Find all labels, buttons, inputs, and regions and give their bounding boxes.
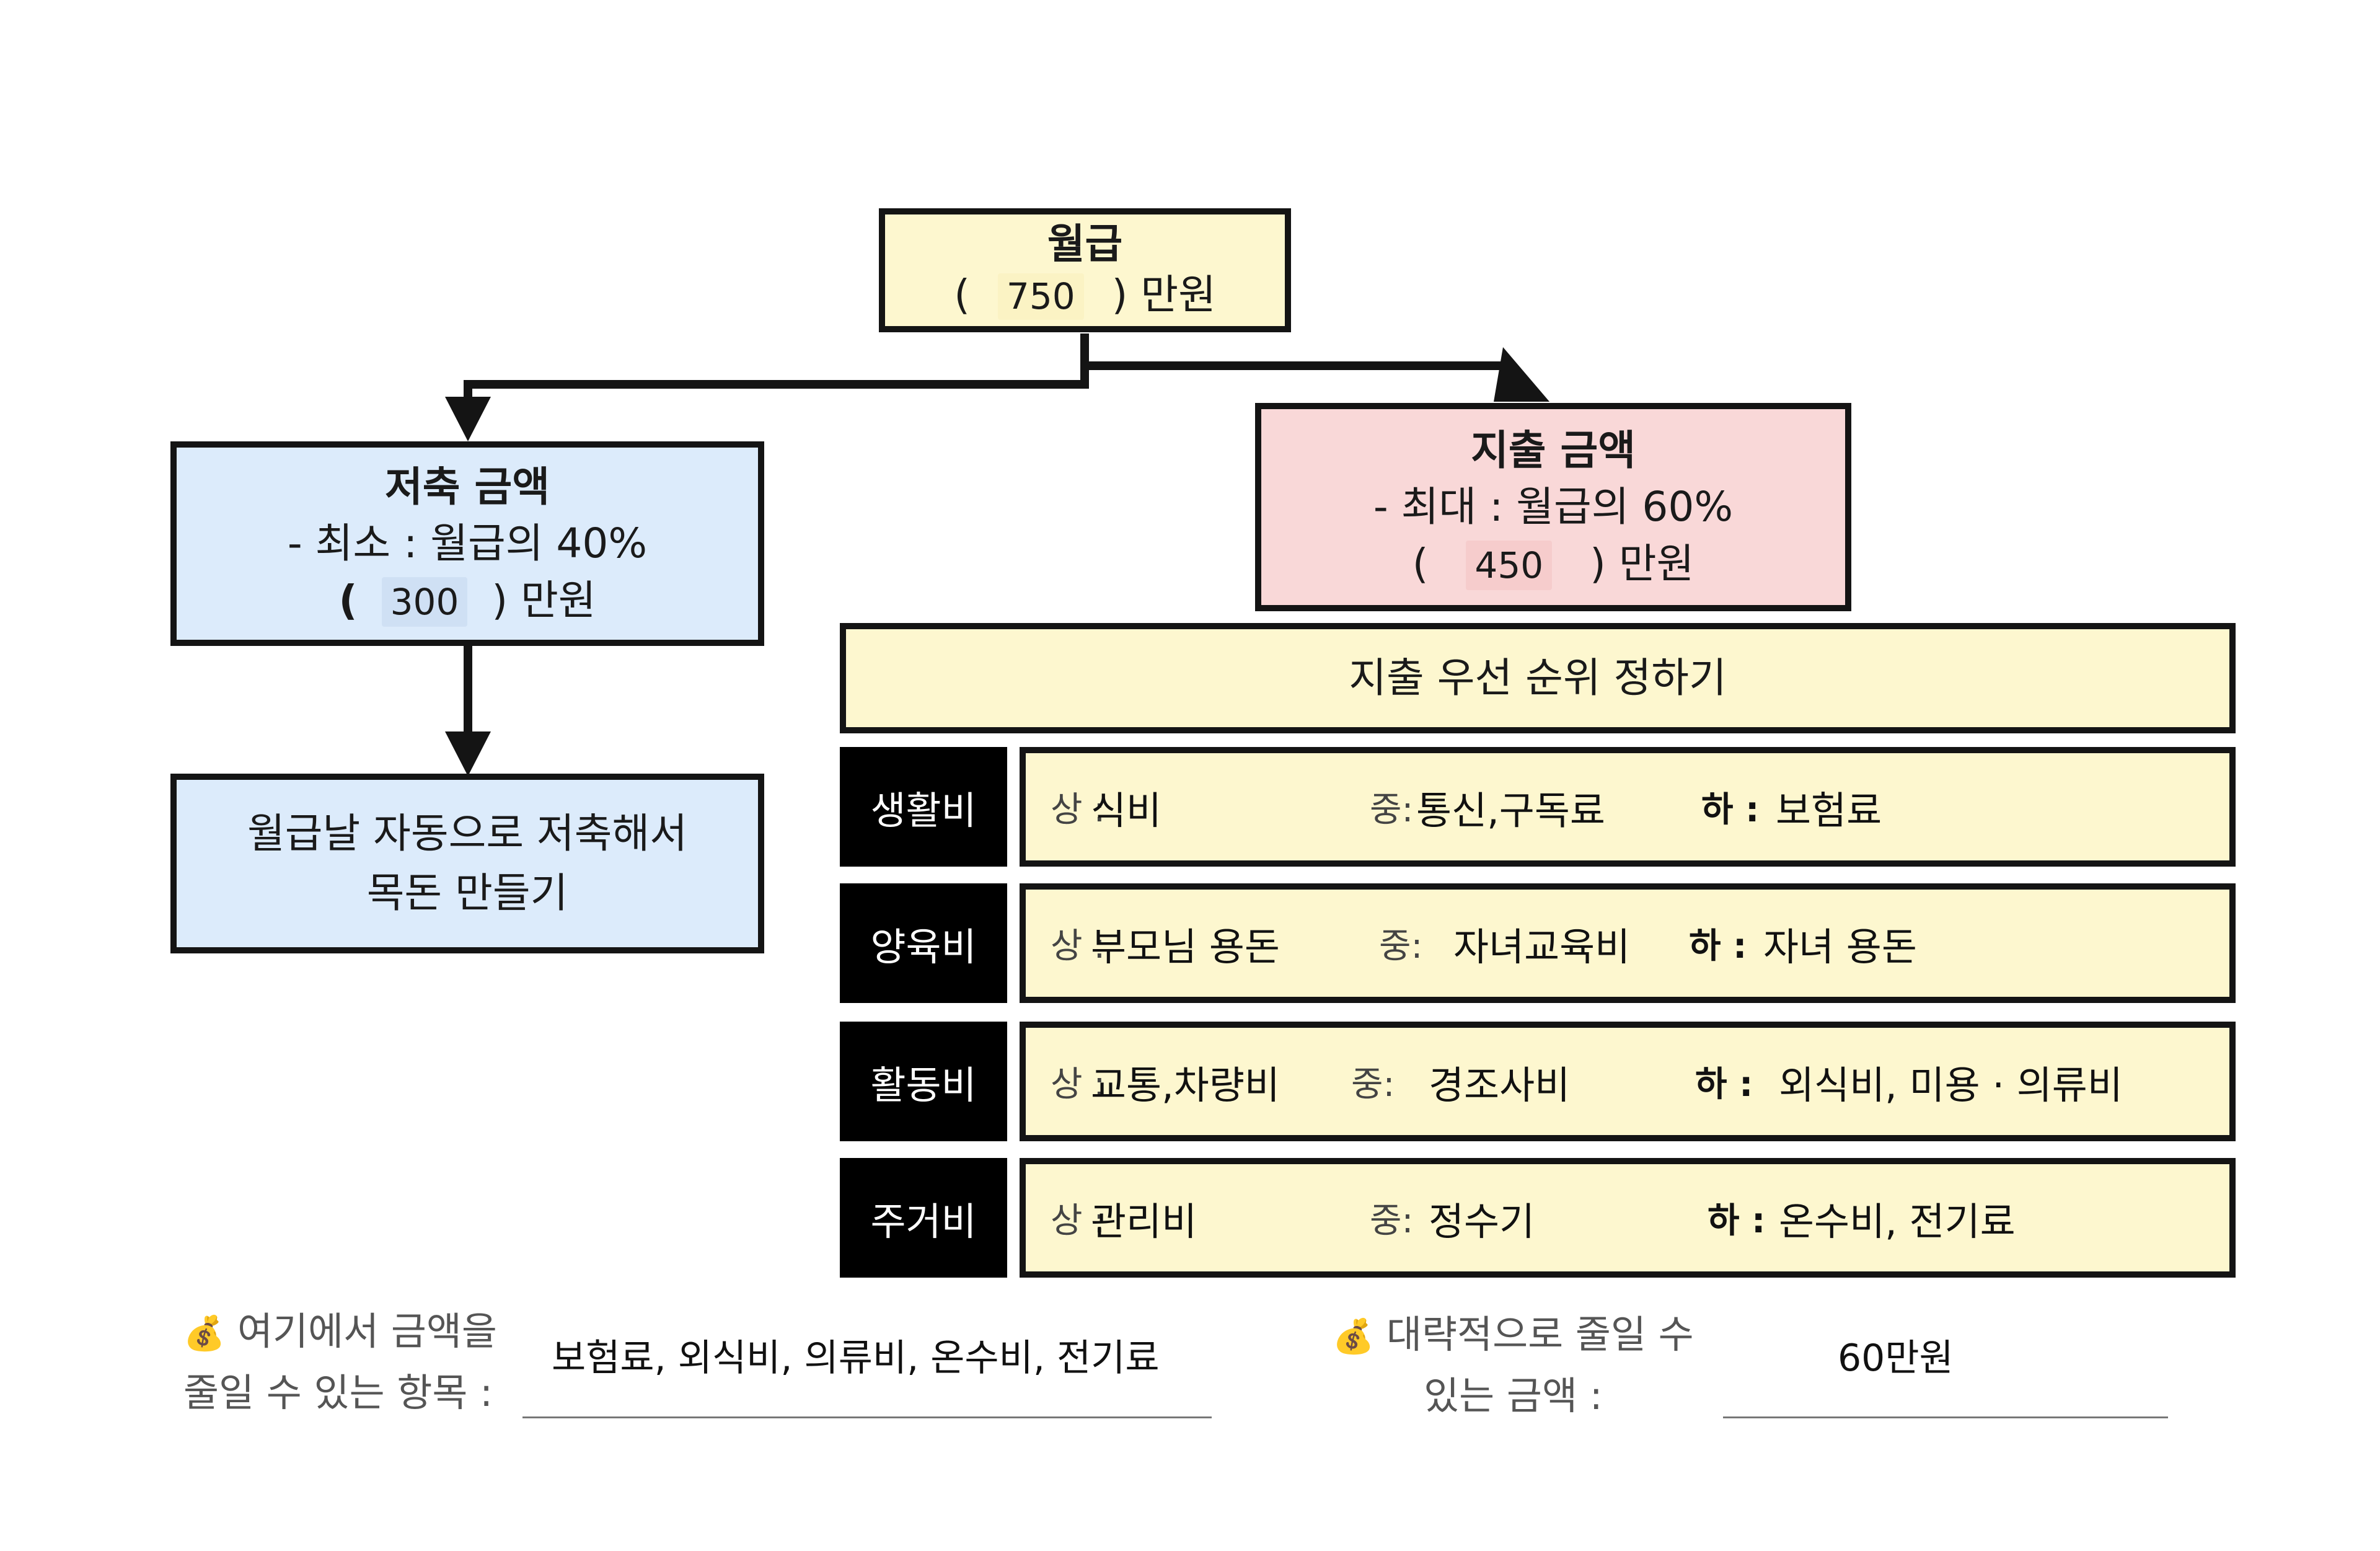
- priority-category: 생활비: [840, 747, 1007, 867]
- savings-unit: ) 만원: [491, 576, 596, 624]
- arrow-to-savings: [445, 397, 491, 441]
- reducible-items-answer[interactable]: 보험료, 외식비, 의류비, 온수비, 전기료: [552, 1337, 1160, 1380]
- priority-high-label: 상 :: [1051, 1201, 1106, 1241]
- priority-category: 양육비: [840, 883, 1007, 1003]
- savings-rule: - 최소 : 월급의 40%: [287, 519, 648, 568]
- priority-high-label: 상 :: [1051, 926, 1106, 966]
- reduce-amount-answer[interactable]: 60만원: [1838, 1337, 1954, 1380]
- salary-amount: 750: [997, 273, 1084, 320]
- priority-header-box: 지출 우선 순위 정하기: [840, 623, 2236, 733]
- spending-amount-line: ( 450 ) 만원: [1412, 536, 1695, 592]
- priority-low-value[interactable]: 자녀 용돈: [1763, 924, 1917, 970]
- salary-amount-line: ( 750 ) 만원: [954, 268, 1216, 322]
- priority-low-label: 하 :: [1708, 1201, 1766, 1241]
- arrow-to-action: [445, 731, 491, 776]
- reducible-label-line2: 줄일 수 있는 항목 :: [183, 1370, 493, 1416]
- priority-mid-value[interactable]: 경조사비: [1429, 1062, 1571, 1108]
- priority-mid-value[interactable]: 자녀교육비: [1453, 924, 1631, 970]
- savings-title: 저축 금액: [385, 463, 550, 511]
- priority-low-value[interactable]: 온수비, 전기료: [1779, 1198, 2016, 1244]
- priority-low-value[interactable]: 보험료: [1776, 787, 1882, 833]
- priority-row: 상 :교통,차량비 중: 경조사비 하 : 외식비, 미용 · 의류비: [1020, 1022, 2236, 1141]
- priority-low-label: 하 :: [1689, 926, 1747, 966]
- spending-title: 지출 금액: [1471, 426, 1636, 475]
- salary-unit: ) 만원: [1111, 270, 1216, 319]
- savings-open-paren: (: [338, 576, 358, 624]
- priority-high-value[interactable]: 관리비: [1091, 1198, 1197, 1244]
- priority-mid-label: 중:: [1351, 1064, 1395, 1105]
- reducible-label-line1: 💰 여기에서 금액을: [183, 1309, 497, 1354]
- savings-action-box: 월급날 자동으로 저축해서 목돈 만들기: [170, 774, 764, 953]
- priority-low-value[interactable]: 외식비, 미용 · 의류비: [1779, 1062, 2123, 1108]
- savings-amount: 300: [381, 577, 468, 627]
- priority-high-value[interactable]: 식비: [1091, 787, 1162, 833]
- priority-header: 지출 우선 순위 정하기: [1349, 654, 1727, 702]
- salary-title: 월급: [1047, 219, 1123, 268]
- priority-low-label: 하 :: [1701, 790, 1760, 830]
- spending-open-paren: (: [1412, 539, 1429, 588]
- spending-box: 지출 금액 - 최대 : 월급의 60% ( 450 ) 만원: [1255, 403, 1851, 611]
- salary-box: 월급 ( 750 ) 만원: [879, 208, 1291, 332]
- reduce-amount-label-line2: 있는 금액 :: [1424, 1373, 1603, 1419]
- priority-high-label: 상 :: [1051, 1064, 1106, 1105]
- savings-amount-line: ( 300 ) 만원: [338, 572, 596, 629]
- money-bag-icon: 💰: [1333, 1317, 1375, 1356]
- priority-category: 주거비: [840, 1158, 1007, 1278]
- reduce-amount-label-line1: 💰 대략적으로 줄일 수: [1333, 1312, 1694, 1357]
- priority-high-value[interactable]: 교통,차량비: [1091, 1062, 1280, 1108]
- priority-mid-label: 중:: [1370, 790, 1414, 830]
- priority-mid-label: 중:: [1370, 1201, 1414, 1241]
- priority-row: 상 :식비 중:통신,구독료 하 : 보험료: [1020, 747, 2236, 867]
- reducible-answer-underline: [522, 1416, 1212, 1418]
- priority-low-label: 하 :: [1695, 1064, 1753, 1105]
- priority-mid-label: 중:: [1379, 926, 1423, 966]
- savings-box: 저축 금액 - 최소 : 월급의 40% ( 300 ) 만원: [170, 441, 764, 646]
- spending-unit: ) 만원: [1590, 539, 1695, 588]
- arrow-to-spending: [1494, 347, 1549, 402]
- priority-high-label: 상 :: [1051, 790, 1106, 830]
- priority-high-value[interactable]: 부모님 용돈: [1091, 924, 1280, 970]
- priority-category: 활동비: [840, 1022, 1007, 1141]
- reduce-amount-label: 💰 대략적으로 줄일 수 있는 금액 :: [1333, 1304, 1694, 1426]
- spending-rule: - 최대 : 월급의 60%: [1373, 483, 1734, 531]
- reducible-items-label: 💰 여기에서 금액을 줄일 수 있는 항목 :: [183, 1301, 497, 1423]
- priority-mid-value[interactable]: 정수기: [1429, 1198, 1535, 1244]
- spending-amount: 450: [1466, 540, 1553, 590]
- reduce-amount-underline: [1723, 1416, 2168, 1418]
- salary-open-paren: (: [954, 270, 970, 319]
- priority-row: 상 :부모님 용돈 중: 자녀교육비 하 : 자녀 용돈: [1020, 883, 2236, 1003]
- priority-mid-value[interactable]: 통신,구독료: [1416, 787, 1605, 833]
- savings-action-line1: 월급날 자동으로 저축해서: [247, 810, 687, 858]
- priority-row: 상 :관리비 중: 정수기 하 : 온수비, 전기료: [1020, 1158, 2236, 1278]
- money-bag-icon: 💰: [183, 1314, 226, 1353]
- savings-action-line2: 목돈 만들기: [366, 869, 568, 917]
